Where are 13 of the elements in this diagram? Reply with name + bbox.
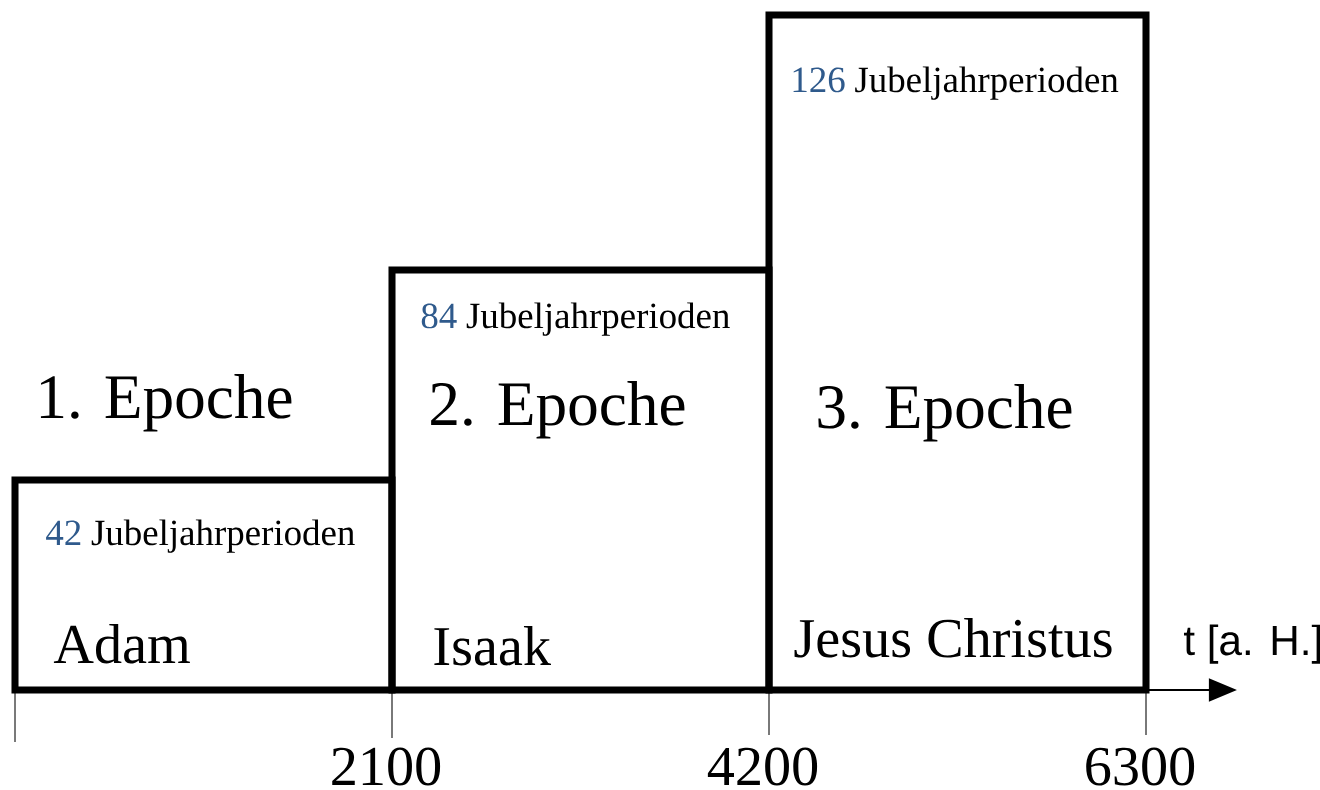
period-count: 42 Jubeljahrperioden	[46, 519, 355, 553]
epoch-heading: 1. Epoche	[40, 374, 292, 432]
period-count: 126 Jubeljahrperioden	[793, 66, 1119, 100]
epoch-heading: 3. Epoche	[818, 384, 1072, 442]
person-name: Adam	[53, 624, 190, 664]
tick-label: 2100	[332, 747, 441, 786]
tick-label: 6300	[1086, 747, 1195, 786]
epoch-heading: 2. Epoche	[431, 381, 685, 439]
person-name: Jesus Christus	[794, 618, 1112, 658]
person-name: Isaak	[434, 626, 551, 666]
axis-label: t [a. H.]	[1184, 624, 1320, 664]
period-count: 84 Jubeljahrperioden	[421, 302, 730, 336]
tick-label: 4200	[707, 747, 818, 786]
